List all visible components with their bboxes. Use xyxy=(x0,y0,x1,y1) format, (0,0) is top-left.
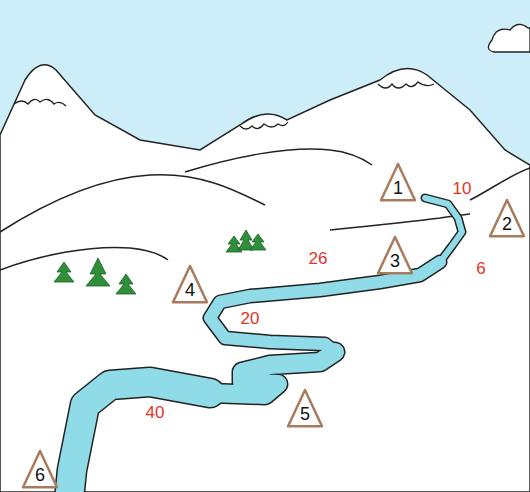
snow-caps xyxy=(14,82,434,129)
river xyxy=(68,198,462,492)
trees xyxy=(54,230,266,294)
distance-number: 26 xyxy=(309,250,328,267)
distance-number: 40 xyxy=(146,404,165,421)
point-number: 1 xyxy=(393,179,403,197)
point-number: 2 xyxy=(502,215,512,233)
point-number: 3 xyxy=(390,252,400,270)
point-number: 6 xyxy=(35,466,45,484)
marker-triangle: 2 xyxy=(488,198,526,238)
river-outline xyxy=(68,198,462,492)
marker-triangle: 1 xyxy=(379,162,417,202)
distance-number: 20 xyxy=(241,310,260,327)
marker-triangle: 5 xyxy=(286,388,324,428)
marker-triangle: 4 xyxy=(171,264,209,304)
marker-triangle: 6 xyxy=(21,449,59,489)
point-number: 5 xyxy=(300,405,310,423)
cloud xyxy=(488,24,530,52)
distance-number: 10 xyxy=(453,180,472,197)
point-number: 4 xyxy=(185,281,195,299)
marker-triangle: 3 xyxy=(376,235,414,275)
hill-contours xyxy=(0,149,530,270)
distance-number: 6 xyxy=(476,260,485,277)
